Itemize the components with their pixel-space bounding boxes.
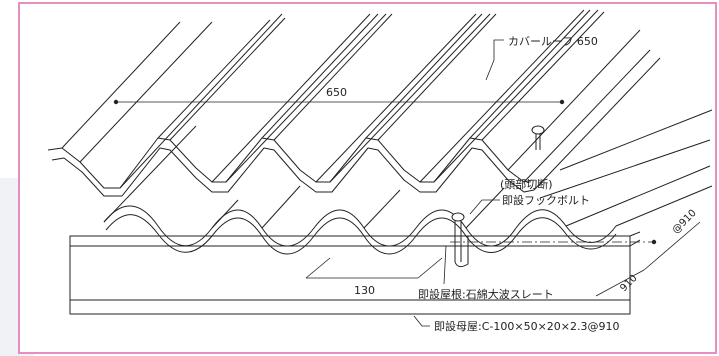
- cover-roof-sheet: [47, 9, 661, 197]
- existing-roof-label: 即設屋根:石綿大波スレート: [418, 287, 554, 301]
- hook-bolt-label: 即設フックボルト: [502, 193, 590, 207]
- hook-bolt-cover: [531, 125, 545, 150]
- hook-bolt-existing: [451, 212, 469, 268]
- purlin-channel: [69, 231, 641, 315]
- dimension-lines: [113, 99, 701, 297]
- cover-roof-label: カバールーフ 650: [508, 35, 598, 48]
- pitch-910-label: @910: [670, 208, 698, 236]
- drawing-frame: [18, 2, 717, 354]
- leader-lines: [413, 39, 504, 327]
- dim-650-label: 650: [326, 86, 347, 99]
- head-cut-label: (頭部切断): [500, 177, 553, 191]
- dim-130-label: 130: [354, 284, 375, 297]
- dim-910-label: 910: [618, 273, 639, 294]
- existing-slate-roof: [103, 109, 713, 255]
- purlin-label: 即設母屋:C-100×50×20×2.3@910: [434, 319, 620, 333]
